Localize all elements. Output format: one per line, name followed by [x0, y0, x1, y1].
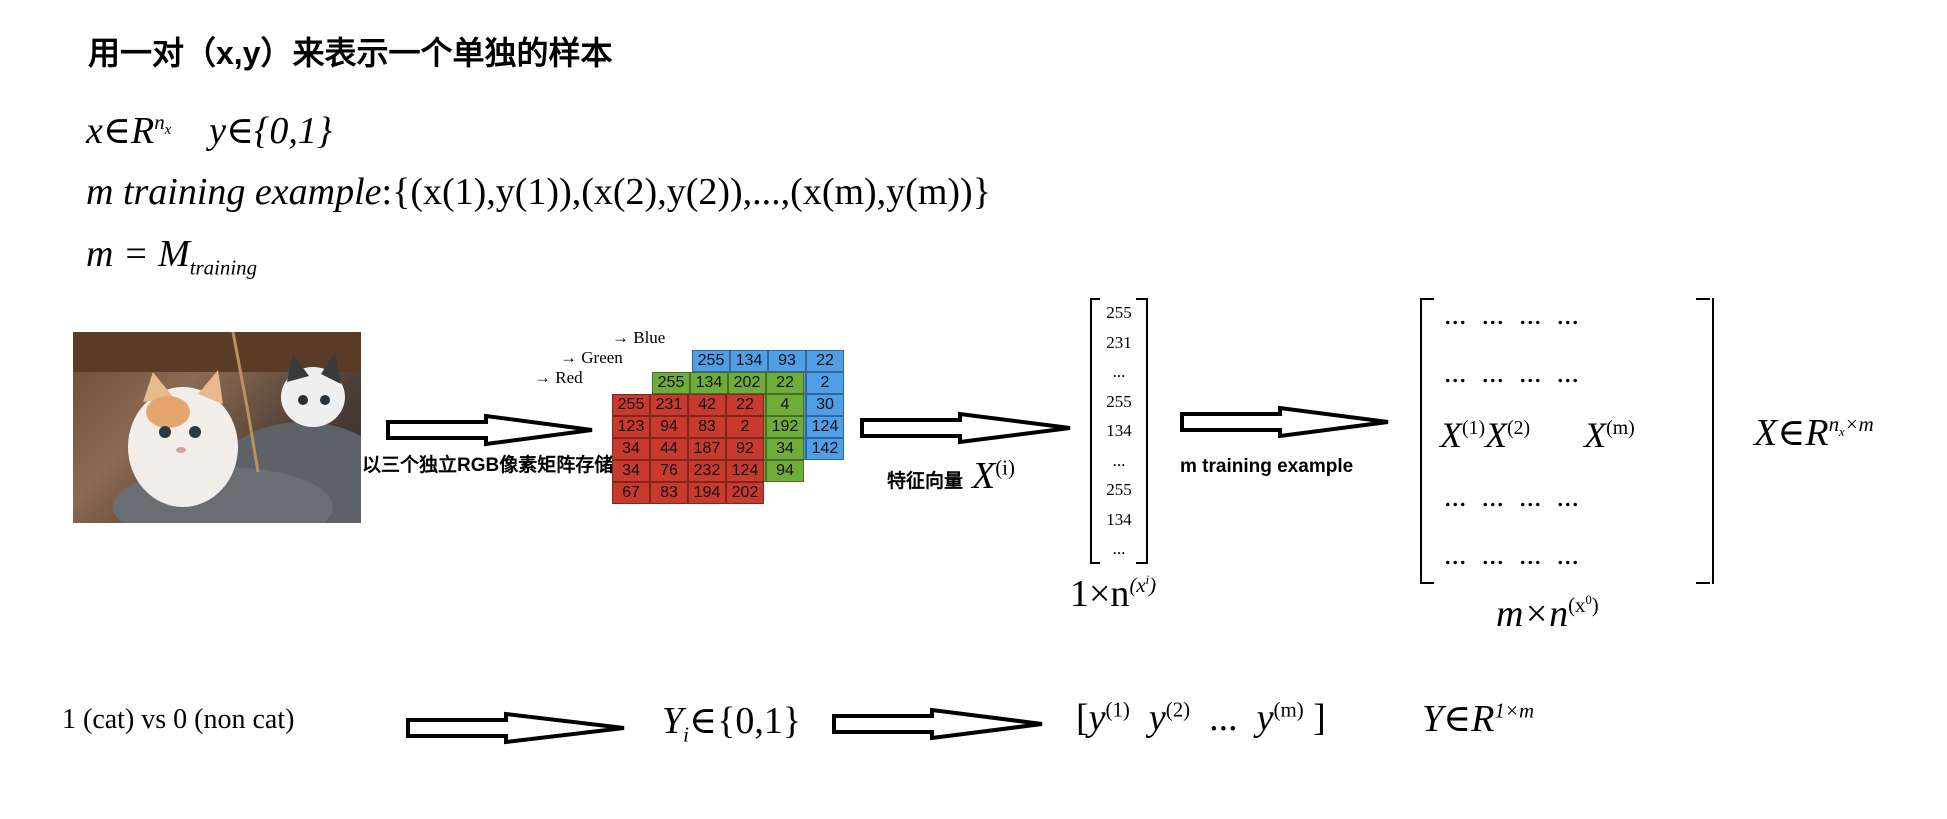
matrix-cell: 2 [726, 416, 764, 438]
label-red: → Red [534, 368, 583, 387]
matrix-row-columns: X(1)X(2) X(m) [1440, 415, 1635, 455]
arrow-right-icon [832, 707, 1043, 741]
label-blue: → Blue [612, 328, 666, 347]
label-row-vector: [y(1) y(2) ... y(m) ] [1076, 697, 1326, 739]
matrix-cell: 192 [766, 416, 804, 438]
vector-entry: 134 [1106, 421, 1132, 440]
matrix-cell: 134 [730, 350, 768, 372]
matrix-cell: 194 [688, 482, 726, 504]
matrix-cell: 93 [768, 350, 806, 372]
matrix-cell: 42 [688, 394, 726, 416]
matrix-row-dots: ... ... ... ... [1444, 356, 1579, 389]
matrix-cell: 202 [726, 482, 764, 504]
matrix-cell: 67 [612, 482, 650, 504]
vector-entry: ... [1112, 539, 1126, 558]
formula-yi: Yi∈{0,1} [662, 700, 802, 747]
matrix-cell: 92 [726, 438, 764, 460]
label-green: → Green [560, 348, 623, 367]
matrix-cell: 22 [766, 372, 804, 394]
caption-feature-vector: 特征向量 [887, 471, 964, 492]
arrow-right-icon [1180, 405, 1389, 439]
vector-entry: 255 [1106, 303, 1132, 322]
vector-entry: 255 [1106, 391, 1132, 411]
matrix-cell: 94 [650, 416, 688, 438]
matrix-cell: 231 [650, 394, 688, 416]
formula-m-equals: m = Mtraining [86, 233, 258, 280]
matrix-cell: 22 [806, 350, 844, 372]
matrix-cell: 83 [688, 416, 726, 438]
cat-label-text: 1 (cat) vs 0 (non cat) [62, 704, 295, 735]
caption-m-examples: m training example [1180, 456, 1354, 477]
matrix-cell: 34 [766, 438, 804, 460]
matrix-row-dots: ... ... ... ... [1444, 298, 1579, 331]
matrix-cell: 142 [806, 438, 844, 460]
matrix-cell: 255 [692, 350, 730, 372]
matrix-cell: 34 [612, 460, 650, 482]
arrow-right-icon [406, 711, 625, 745]
matrix-cell: 30 [806, 394, 844, 416]
formula-training-set: m training example:{(x(1),y(1)),(x(2),y(… [86, 171, 991, 213]
formula-y-space: Y∈R1×m [1422, 698, 1535, 740]
matrix-cell: 94 [766, 460, 804, 482]
matrix-cell: 83 [650, 482, 688, 504]
matrix-row-dots: ... ... ... ... [1444, 480, 1579, 513]
matrix-cell: 123 [612, 416, 650, 438]
matrix-cell: 255 [612, 394, 650, 416]
kitten-photo [73, 332, 361, 523]
caption-rgb-storage: 以三个独立RGB像素矩阵存储 [362, 455, 614, 476]
feature-vector: 255 231 ... 255 134 ... 255 134 ... [1090, 298, 1148, 564]
vector-entry: ... [1112, 450, 1126, 470]
arrow-right-icon [860, 411, 1071, 445]
matrix-dimension: m×n(x0) [1496, 593, 1599, 635]
matrix-cell: 255 [652, 372, 690, 394]
matrix-cell: 44 [650, 438, 688, 460]
vector-entry: 255 [1106, 480, 1132, 499]
matrix-cell: 34 [612, 438, 650, 460]
matrix-row-dots: ... ... ... ... [1444, 538, 1579, 571]
matrix-cell: 134 [690, 372, 728, 394]
page-title: 用一对（x,y）来表示一个单独的样本 [88, 35, 613, 71]
matrix-cell: 4 [766, 394, 804, 416]
matrix-cell: 2 [806, 372, 844, 394]
matrix-cell: 22 [726, 394, 764, 416]
formula-xi: X(i) [972, 455, 1015, 497]
matrix-cell: 202 [728, 372, 766, 394]
arrow-right-icon [386, 413, 593, 447]
formula-x-space: X∈Rnx×m [1754, 412, 1874, 454]
matrix-cell: 187 [688, 438, 726, 460]
formula-x-y-domain: x∈Rnx y∈{0,1} [86, 110, 333, 152]
matrix-cell: 124 [806, 416, 844, 438]
vector-entry: 231 [1106, 332, 1132, 352]
vector-entry: ... [1112, 362, 1126, 381]
training-matrix: ... ... ... ... ... ... ... ... X(1)X(2)… [1420, 298, 1714, 584]
vector-entry: 134 [1106, 509, 1132, 529]
matrix-cell: 76 [650, 460, 688, 482]
vector-dimension: 1×n(xi) [1070, 573, 1157, 615]
matrix-cell: 232 [688, 460, 726, 482]
matrix-cell: 124 [726, 460, 764, 482]
